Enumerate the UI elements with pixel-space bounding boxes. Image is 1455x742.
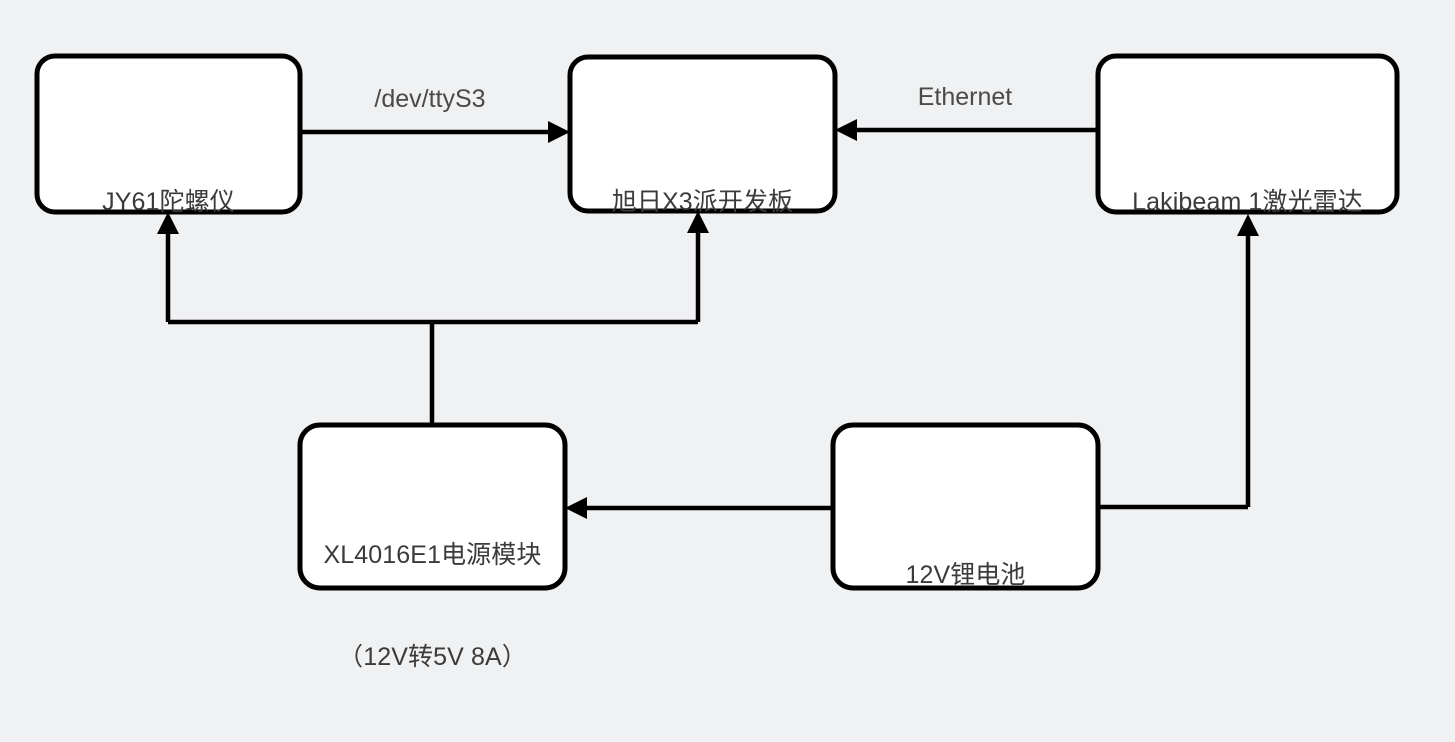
node-lidar[interactable] xyxy=(1095,53,1400,215)
edge-lidar-to-board xyxy=(835,119,1098,141)
edge-label-ethernet: Ethernet xyxy=(917,83,1013,111)
arrow-head-up-icon xyxy=(687,211,709,233)
node-imu[interactable] xyxy=(34,53,303,215)
node-board[interactable] xyxy=(567,54,838,214)
node-psu-label-line2: （12V转5V 8A） xyxy=(338,643,527,671)
edge-battery-to-psu xyxy=(565,497,833,519)
block-diagram-canvas: JY61陀螺仪 旭日X3派开发板 Lakibeam 1激光雷达 XL4016E1… xyxy=(34,53,1400,671)
edge-battery-to-lidar xyxy=(1098,214,1259,510)
node-psu[interactable] xyxy=(297,422,568,591)
arrow-head-up-icon xyxy=(157,212,179,234)
edge-label-dev-ttys3: /dev/ttyS3 xyxy=(374,85,486,113)
edge-imu-to-board xyxy=(300,121,570,143)
diagram-svg xyxy=(34,53,1400,591)
arrow-head-left-icon xyxy=(565,497,587,519)
edge-psu-power-bus xyxy=(157,211,709,425)
arrow-head-right-icon xyxy=(548,121,570,143)
node-battery[interactable] xyxy=(830,422,1101,591)
arrow-head-left-icon xyxy=(835,119,857,141)
arrow-head-up-icon xyxy=(1237,214,1259,236)
